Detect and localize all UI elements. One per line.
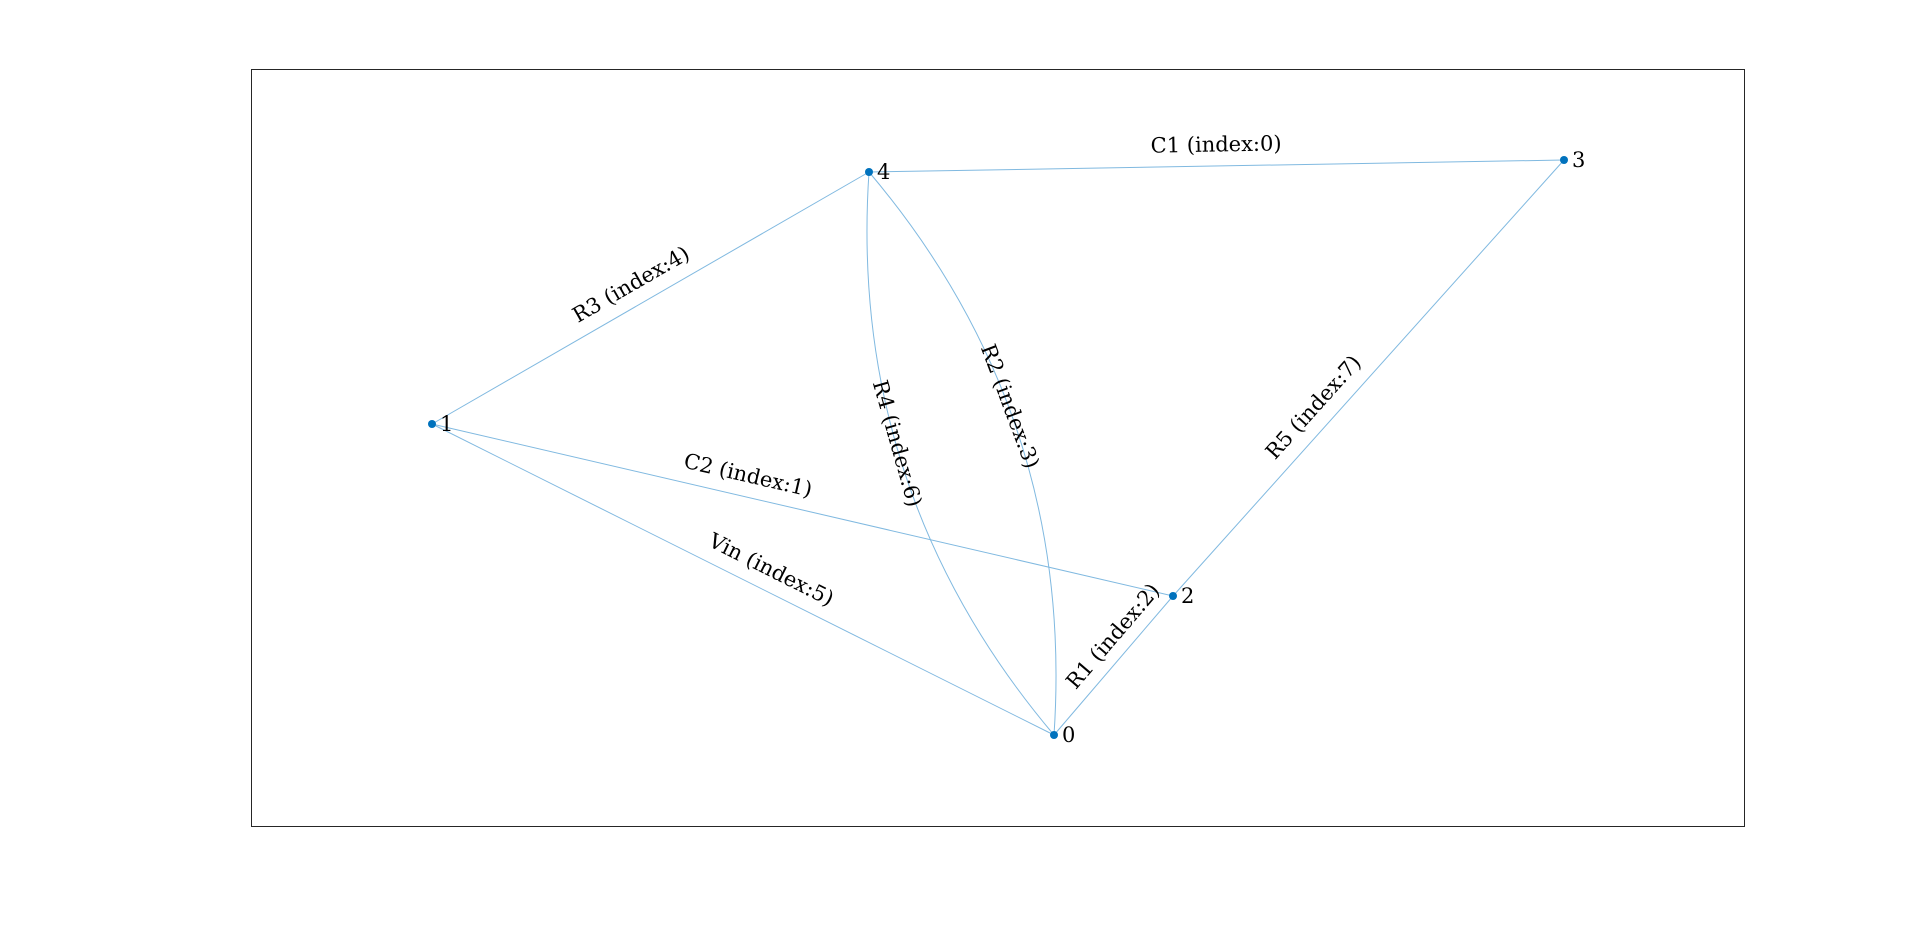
node-1: [428, 420, 436, 428]
plot-frame: [251, 69, 1745, 827]
edge-label: Vin (index:5): [704, 528, 838, 611]
edge-label: R5 (index:7): [1261, 351, 1366, 464]
node-label-3: 3: [1572, 148, 1585, 172]
node-label-1: 1: [440, 412, 453, 436]
edge-label: C2 (index:1): [682, 449, 815, 502]
edge-label: R4 (index:6): [868, 377, 927, 509]
node-3: [1560, 156, 1568, 164]
edge-0-2: [1053, 595, 1174, 736]
edge-2-3: [1172, 159, 1565, 597]
edge-4-3: [868, 159, 1565, 173]
node-4: [865, 168, 873, 176]
node-label-4: 4: [877, 160, 890, 184]
edge-4-0: [868, 171, 1057, 736]
nodes-layer: 0 1 2 3 4: [428, 148, 1585, 747]
edges-layer: [431, 159, 1565, 736]
node-label-2: 2: [1181, 584, 1194, 608]
edge-labels-layer: C1 (index:0) C2 (index:1) R1 (index:2) R2 (…: [568, 131, 1365, 693]
edge-1-0: [431, 423, 1055, 736]
edge-label: C1 (index:0): [1150, 131, 1281, 157]
edge-label: R1 (index:2): [1061, 579, 1164, 694]
edge-1-4: [431, 171, 870, 425]
node-0: [1050, 731, 1058, 739]
node-label-0: 0: [1062, 723, 1075, 747]
edge-1-2: [431, 423, 1174, 597]
edge-label: R2 (index:3): [976, 341, 1044, 472]
node-2: [1169, 592, 1177, 600]
edge-4-0: [866, 171, 1055, 736]
